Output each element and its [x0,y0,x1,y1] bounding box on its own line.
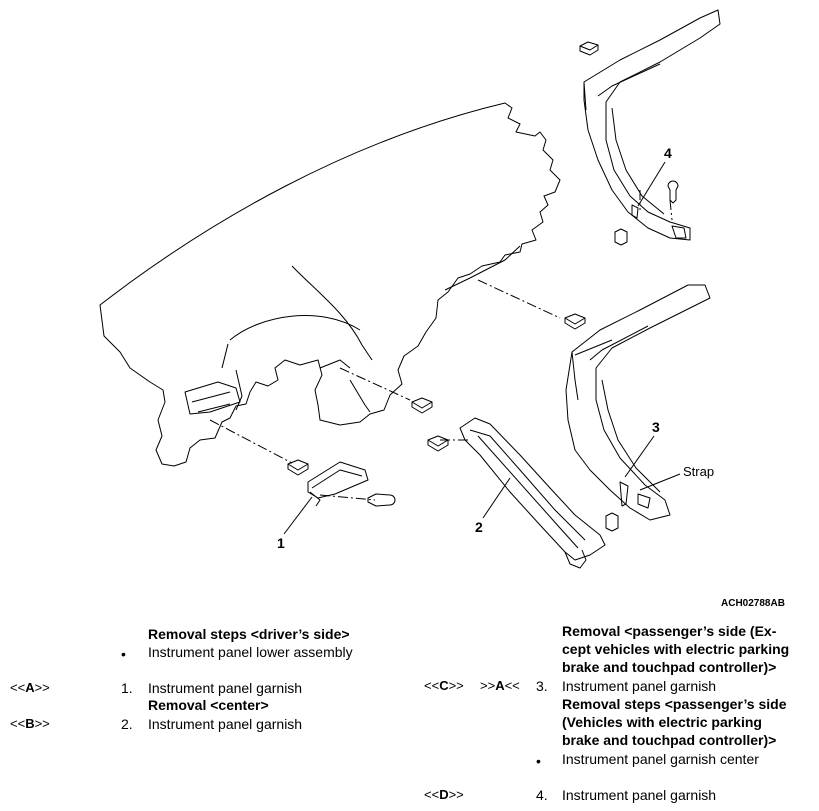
passenger-side-heading-a-line1: Removal <passenger’s side (Ex- [562,623,777,639]
bullet-icon: • [536,753,541,769]
callout-4: 4 [664,145,672,161]
ref-suffix: >> [34,716,50,731]
ref-prefix: << [10,680,26,695]
passenger-side-heading-b-line3: brake and touchpad controller)> [562,732,777,748]
passenger-side-heading-b-line2: (Vehicles with electric parking [562,714,762,730]
clips [287,41,679,532]
ref-suffix: >> [34,680,50,695]
step-3-number: 3. [536,678,548,694]
ref-prefix: << [424,678,440,693]
ref-suffix: << [504,678,520,693]
passenger-side-heading-a-line2: cept vehicles with electric parking [562,641,790,657]
ref-prefix: << [424,787,440,802]
service-point-ref-c: <<C>> [424,678,464,694]
ref-prefix: << [10,716,26,731]
service-point-ref-a: <<A>> [10,680,50,696]
callout-2: 2 [475,519,483,535]
prerequisite-item: Instrument panel lower assembly [148,644,353,660]
ref-prefix: >> [480,678,496,693]
callout-3: 3 [652,419,660,435]
service-point-ref-b: <<B>> [10,716,50,732]
exploded-view-diagram: 1 2 3 4 Strap [99,9,721,569]
ref-suffix: >> [448,787,464,802]
ref-letter: B [25,716,35,731]
ref-letter: C [439,678,449,693]
step-2-number: 2. [121,716,133,732]
part-2-garnish [459,417,606,569]
ref-letter: A [495,678,505,693]
step-3-text: Instrument panel garnish [562,678,717,694]
bullet-icon: • [121,646,126,662]
ref-suffix: >> [448,678,464,693]
passenger-side-heading-a-line3: brake and touchpad controller)> [562,659,777,675]
driver-side-heading: Removal steps <driver’s side> [148,626,350,642]
center-heading: Removal <center> [148,697,269,713]
service-point-ref-a-install: >>A<< [480,678,520,694]
drawing-code: ACH02788AB [721,598,785,609]
prerequisite-item: Instrument panel garnish center [562,751,759,767]
part-4-garnish [583,9,721,241]
callout-1: 1 [277,535,285,551]
step-4-text: Instrument panel garnish [562,787,717,803]
step-4-number: 4. [536,787,548,803]
step-1-text: Instrument panel garnish [148,680,303,696]
service-point-ref-d: <<D>> [424,787,464,803]
part-1-garnish [283,461,369,535]
instrument-panel-assembly [99,102,561,467]
passenger-side-heading-b-line1: Removal steps <passenger’s side [562,696,787,712]
strap-label: Strap [683,464,714,479]
ref-letter: D [439,787,449,802]
assembly-lines [209,190,673,501]
step-2-text: Instrument panel garnish [148,716,303,732]
part-3-garnish [565,284,711,521]
step-1-number: 1. [121,680,133,696]
ref-letter: A [25,680,35,695]
